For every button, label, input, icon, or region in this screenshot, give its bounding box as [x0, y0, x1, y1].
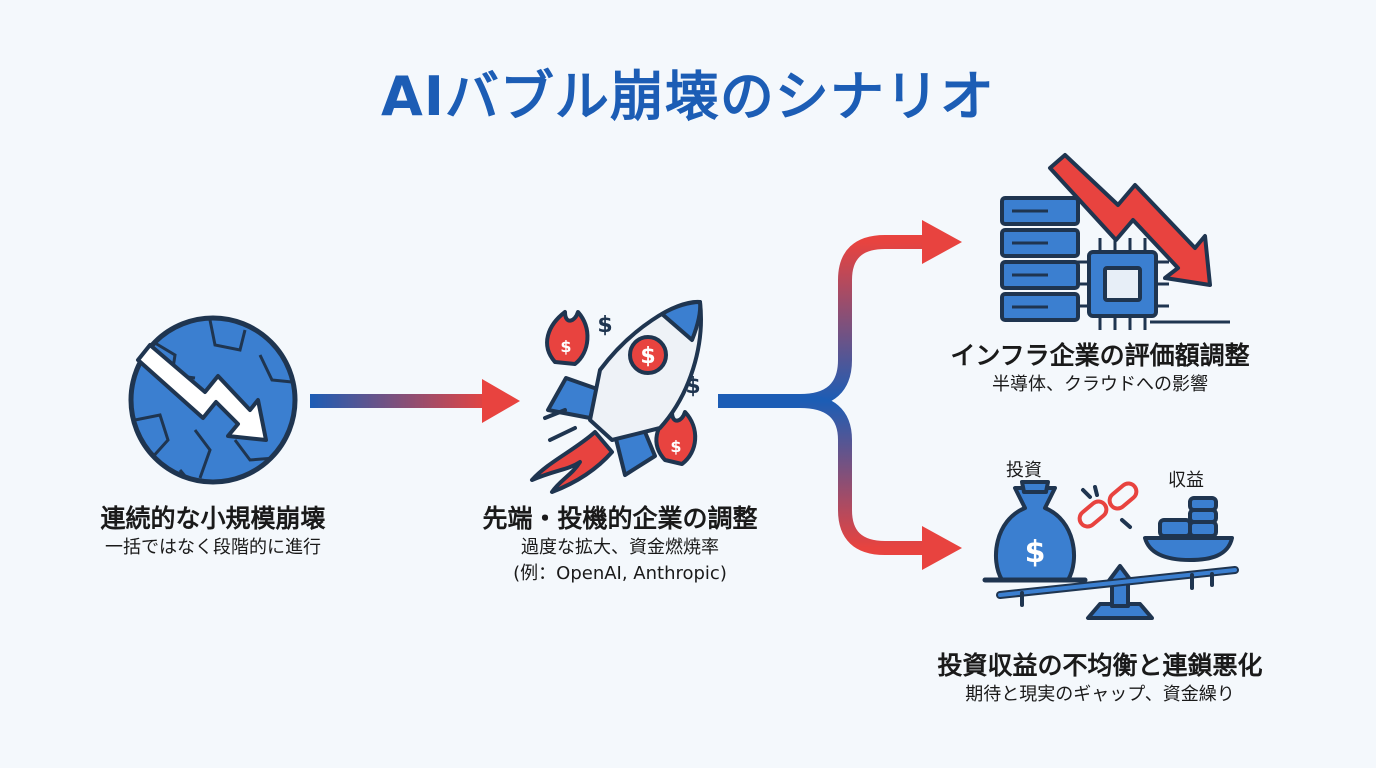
floating-dollar-sign-top: $ [597, 313, 612, 338]
rocket-dollar-sign: $ [640, 344, 655, 369]
cracked-globe-icon [128, 315, 298, 485]
step-3-label: インフラ企業の評価額調整 半導体、クラウドへの影響 [920, 340, 1280, 398]
scale-label-investment: 投資 [1006, 460, 1042, 481]
flow-arrow-1 [310, 379, 520, 423]
page-title: AIバブル崩壊のシナリオ [381, 65, 995, 128]
step-2-heading: 先端・投機的企業の調整 [482, 504, 758, 533]
flame-dollar-sign-right: $ [670, 437, 681, 456]
branch-arrowhead-up [922, 220, 962, 264]
branch-arrowhead-down [922, 526, 962, 570]
step-1-label: 連続的な小規模崩壊 一括ではなく段階的に進行 [60, 503, 366, 561]
rocket-icon [530, 299, 703, 494]
branch-arrow [718, 235, 930, 555]
step-1-heading: 連続的な小規模崩壊 [100, 504, 326, 533]
step-2-label: 先端・投機的企業の調整 過度な拡大、資金燃焼率 (例：OpenAI, Anthr… [455, 503, 785, 587]
flame-dollar-sign-left: $ [560, 337, 571, 356]
speed-lines [543, 408, 577, 442]
step-4-label: 投資収益の不均衡と連鎖悪化 期待と現実のギャップ、資金繰り [900, 650, 1300, 708]
money-bag-dollar-sign: $ [1025, 535, 1046, 570]
step-4-heading: 投資収益の不均衡と連鎖悪化 [937, 651, 1263, 680]
floating-dollar-sign-right: $ [685, 374, 700, 399]
step-1-description: 一括ではなく段階的に進行 [105, 537, 321, 558]
step-3-description: 半導体、クラウドへの影響 [992, 374, 1208, 395]
server-chip-icon [1000, 153, 1230, 330]
step-4-description: 期待と現実のギャップ、資金繰り [965, 684, 1235, 705]
balance-scale-icon [982, 480, 1239, 620]
step-3-heading: インフラ企業の評価額調整 [950, 341, 1250, 370]
step-2-example: (例：OpenAI, Anthropic) [513, 563, 727, 584]
step-2-description: 過度な拡大、資金燃焼率 [521, 537, 719, 558]
scale-label-return: 収益 [1168, 470, 1204, 491]
